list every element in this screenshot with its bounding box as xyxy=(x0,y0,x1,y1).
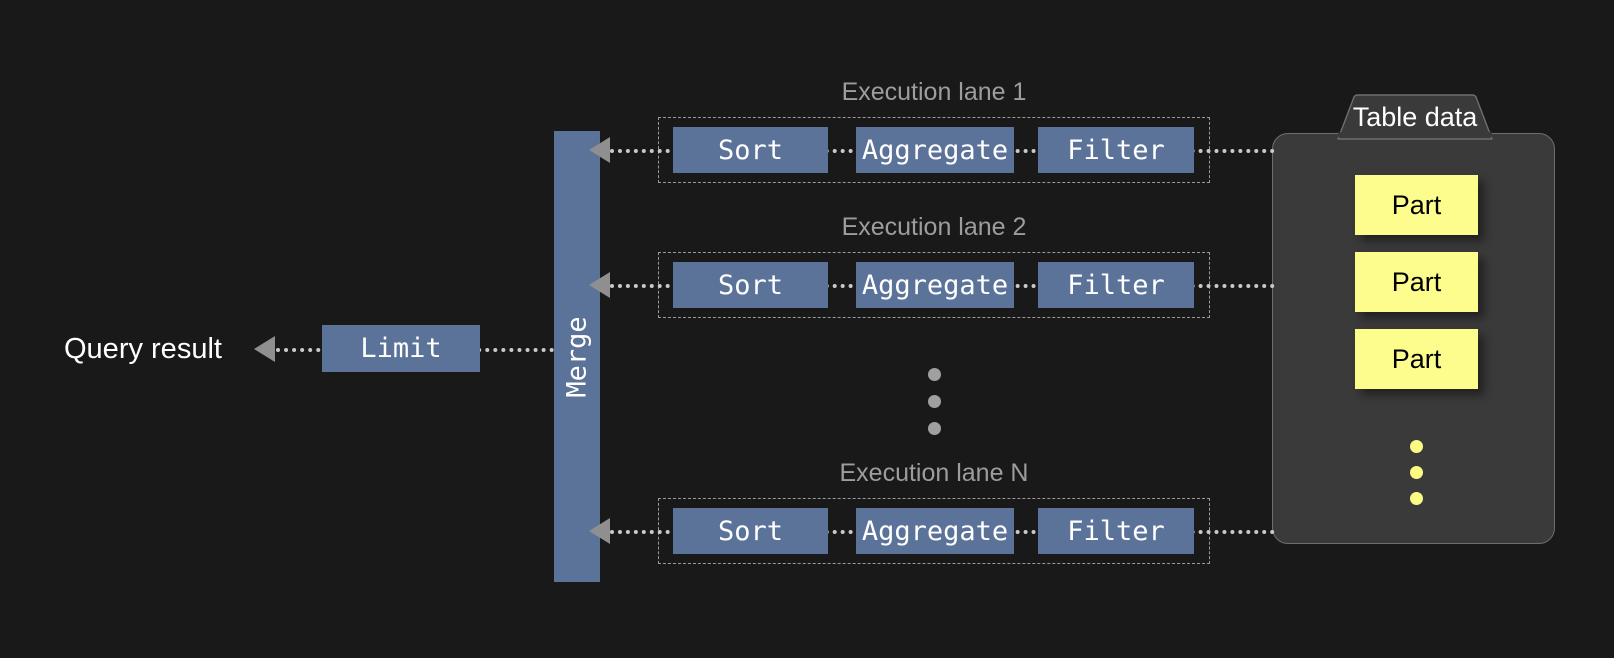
lane-caption-1: Execution lane 1 xyxy=(841,78,1027,106)
table-data-title: Table data xyxy=(1352,101,1478,132)
arrow-lane-1-to-merge-icon xyxy=(589,137,610,163)
part-box-3[interactable]: Part xyxy=(1355,329,1478,389)
operator-filter-lane-1[interactable]: Filter xyxy=(1038,127,1194,173)
operator-aggregate-lane-2[interactable]: Aggregate xyxy=(856,262,1014,308)
operator-sort-lane-n[interactable]: Sort xyxy=(673,508,828,554)
operator-aggregate-lane-n[interactable]: Aggregate xyxy=(856,508,1014,554)
tab-shape-icon xyxy=(1337,94,1493,140)
arrow-lane-n-to-merge-icon xyxy=(589,518,610,544)
operator-filter-lane-n[interactable]: Filter xyxy=(1038,508,1194,554)
lane-ellipsis-dot-1 xyxy=(928,368,941,381)
part-ellipsis-dot-1 xyxy=(1410,440,1423,453)
arrow-lane-2-to-merge-icon xyxy=(589,272,610,298)
arrow-to-query-result-icon xyxy=(254,336,275,362)
lane-caption-2: Execution lane 2 xyxy=(841,213,1027,241)
table-data-tab: Table data xyxy=(1320,94,1510,140)
part-box-1[interactable]: Part xyxy=(1355,175,1478,235)
lane-caption-n: Execution lane N xyxy=(839,459,1029,487)
operator-sort-lane-1[interactable]: Sort xyxy=(673,127,828,173)
part-ellipsis-dot-2 xyxy=(1410,466,1423,479)
tab-seam xyxy=(1338,132,1492,137)
query-result-label: Query result xyxy=(64,333,222,365)
operator-limit[interactable]: Limit xyxy=(322,325,480,372)
part-box-2[interactable]: Part xyxy=(1355,252,1478,312)
operator-sort-lane-2[interactable]: Sort xyxy=(673,262,828,308)
operator-aggregate-lane-1[interactable]: Aggregate xyxy=(856,127,1014,173)
operator-merge[interactable]: Merge xyxy=(554,131,600,582)
operator-filter-lane-2[interactable]: Filter xyxy=(1038,262,1194,308)
lane-ellipsis-dot-3 xyxy=(928,422,941,435)
merge-label: Merge xyxy=(561,315,593,398)
lane-ellipsis-dot-2 xyxy=(928,395,941,408)
part-ellipsis-dot-3 xyxy=(1410,492,1423,505)
